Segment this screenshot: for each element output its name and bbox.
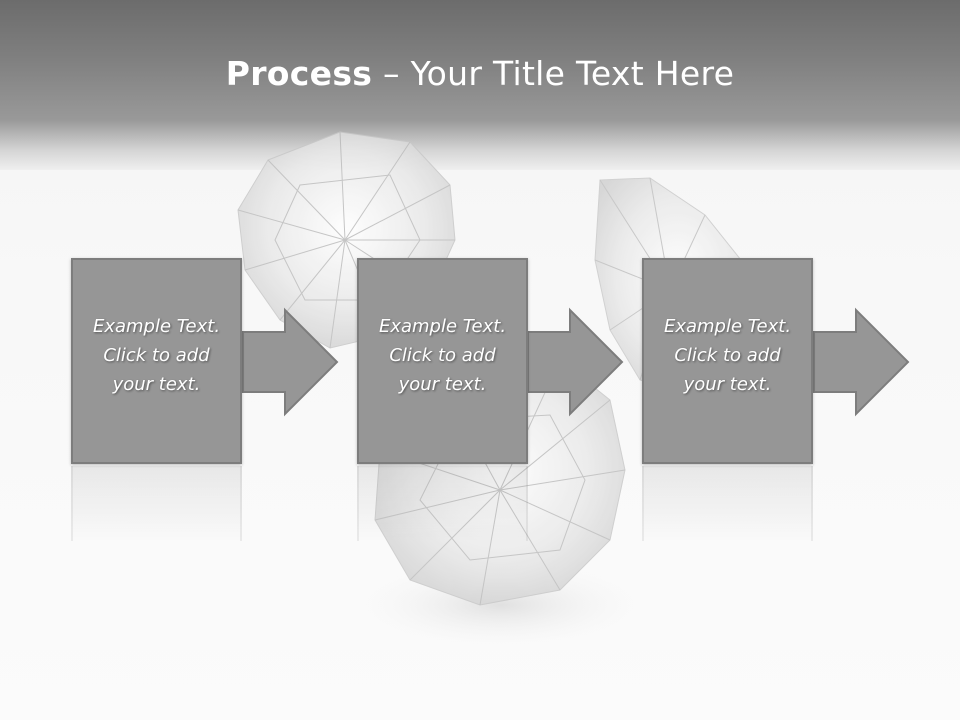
step-3-line-2: Click to add	[674, 345, 781, 366]
step-1-line-3: your text.	[112, 374, 201, 395]
step-2-text[interactable]: Example Text. Click to add your text.	[359, 312, 526, 399]
step-1-line-2: Click to add	[103, 345, 210, 366]
step-2-arrow[interactable]	[527, 307, 624, 419]
step-1-reflection	[71, 466, 242, 541]
step-2-line-1: Example Text.	[378, 316, 507, 337]
title-bar	[0, 0, 960, 170]
title-regular-part: – Your Title Text Here	[372, 54, 735, 93]
step-2-box[interactable]: Example Text. Click to add your text.	[357, 258, 528, 464]
step-2-reflection	[357, 466, 528, 541]
step-1-box[interactable]: Example Text. Click to add your text.	[71, 258, 242, 464]
step-2-line-2: Click to add	[389, 345, 496, 366]
step-1-text[interactable]: Example Text. Click to add your text.	[73, 312, 240, 399]
step-1-arrow[interactable]	[242, 307, 339, 419]
step-3-text[interactable]: Example Text. Click to add your text.	[644, 312, 811, 399]
step-3-line-3: your text.	[683, 374, 772, 395]
step-2-line-3: your text.	[398, 374, 487, 395]
step-3-line-1: Example Text.	[663, 316, 792, 337]
title-bold-part: Process	[225, 54, 373, 93]
step-1-line-1: Example Text.	[92, 316, 221, 337]
step-3-box[interactable]: Example Text. Click to add your text.	[642, 258, 813, 464]
slide-title[interactable]: Process – Your Title Text Here	[0, 54, 960, 93]
step-3-arrow[interactable]	[813, 307, 910, 419]
step-3-reflection	[642, 466, 813, 541]
